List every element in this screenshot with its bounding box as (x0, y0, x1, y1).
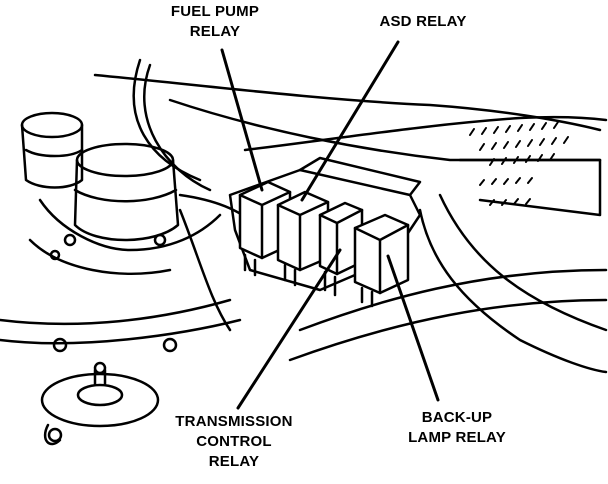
cowl-vent-grille (469, 121, 569, 206)
hose-bottom-2 (0, 318, 242, 345)
brake-reservoir (20, 111, 84, 189)
strut-tower (40, 337, 178, 446)
wiring-harness-mid (178, 208, 232, 332)
cowl-line-upper (243, 115, 608, 152)
transmission-control-relay-label-line-2: CONTROL (196, 433, 272, 450)
transmission-control-relay-label: TRANSMISSION CONTROL RELAY (150, 412, 318, 472)
fuel-pump-relay-label-line-1: FUEL PUMP (170, 3, 260, 20)
asd-relay-label-line-1: ASD RELAY (379, 13, 467, 30)
fender-arch-2 (288, 298, 608, 362)
cowl-line-lower (168, 98, 602, 162)
fender-arch (298, 268, 608, 332)
hose-bottom (0, 298, 232, 326)
backup-lamp-relay-label-line-1: BACK-UP (421, 409, 493, 426)
hood-edge-line (93, 73, 602, 132)
backup-lamp-relay-leader (386, 254, 440, 402)
inner-fender (418, 208, 608, 374)
transmission-control-relay-label-line-3: RELAY (208, 453, 260, 470)
asd-relay-label: ASD RELAY (358, 12, 488, 32)
leader-lines (220, 40, 440, 410)
asd-relay-leader (300, 40, 400, 202)
fender-panel (458, 158, 602, 217)
hose-left (143, 63, 212, 192)
shock-tower-edge (438, 193, 608, 332)
fuel-pump-relay-leader (220, 48, 264, 192)
asd-relay-body (276, 190, 330, 287)
master-cylinder (28, 142, 222, 275)
fuel-pump-relay-label-line-2: RELAY (189, 23, 241, 40)
transmission-control-relay-leader (236, 248, 342, 410)
transmission-control-relay-label-line-1: TRANSMISSION (175, 413, 293, 430)
hose-upper (132, 58, 202, 182)
backup-lamp-relay-label-line-2: LAMP RELAY (408, 429, 506, 446)
fuel-pump-relay-label: FUEL PUMP RELAY (152, 2, 278, 42)
backup-lamp-relay-label: BACK-UP LAMP RELAY (392, 408, 522, 448)
